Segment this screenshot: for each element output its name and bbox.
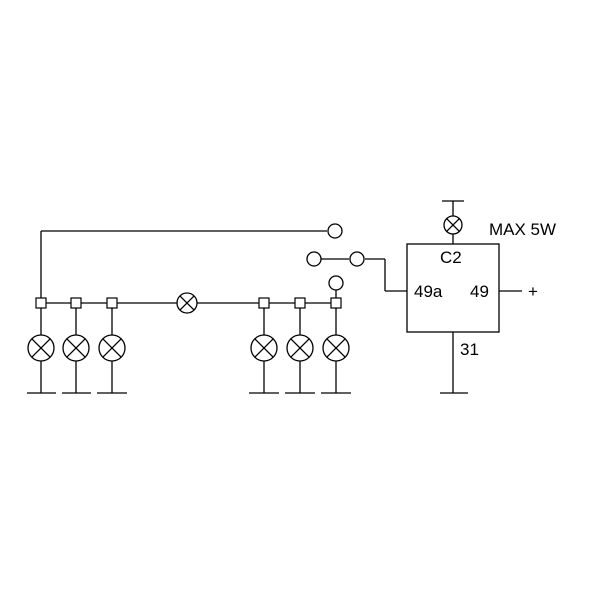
relay-pin-c2-label: C2 (440, 248, 462, 267)
lamp-cross-icon (286, 334, 314, 362)
lamp-cross-icon (27, 334, 55, 362)
relay-pin-49-label: 49 (470, 282, 489, 301)
junction-square (330, 297, 342, 309)
lamp-cross-icon (176, 292, 198, 314)
junction-square (294, 297, 306, 309)
lamp-cross-icon (322, 334, 350, 362)
switch-terminal-circle (349, 251, 365, 267)
lamp-cross-icon (98, 334, 126, 362)
lamp-cross-icon (62, 334, 90, 362)
junction-square (106, 297, 118, 309)
junction-square (70, 297, 82, 309)
junction-square (35, 297, 47, 309)
switch-terminal-circle (306, 251, 322, 267)
junction-square (258, 297, 270, 309)
max-rating-label: MAX 5W (489, 220, 556, 239)
indicator-lamp-icon (443, 215, 463, 235)
plus-sign-label: + (528, 282, 538, 301)
switch-terminal-circle (328, 275, 344, 291)
relay-pin-31-label: 31 (460, 340, 479, 359)
relay-pin-49a-label: 49a (414, 282, 443, 301)
lamp-cross-icon (250, 334, 278, 362)
switch-terminal-circle (327, 223, 343, 239)
